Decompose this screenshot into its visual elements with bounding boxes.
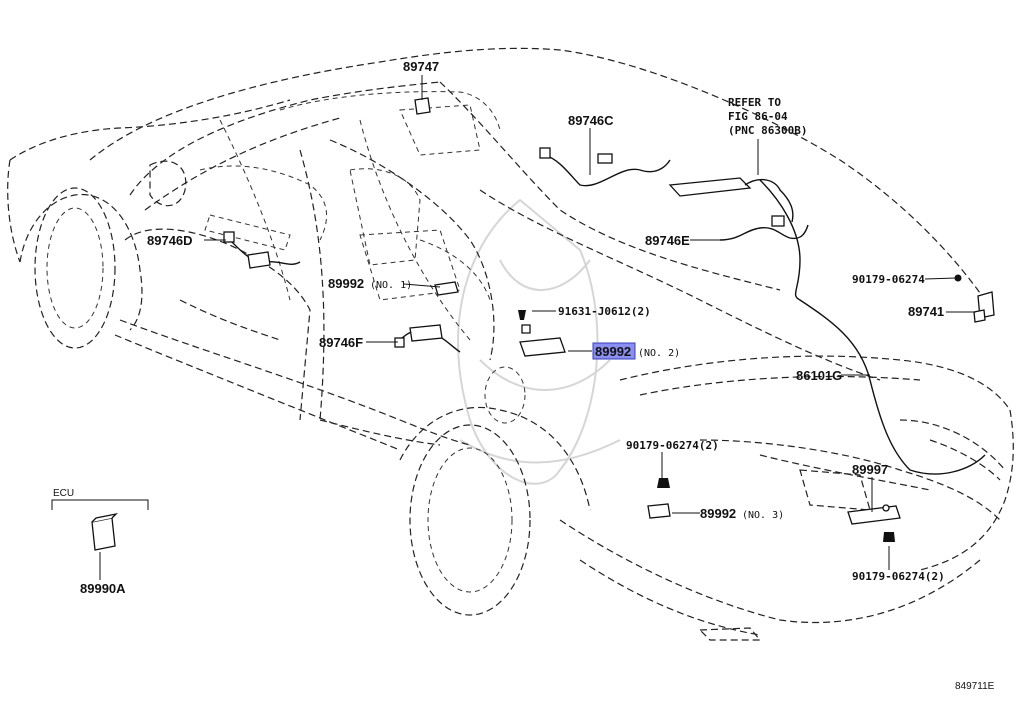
antenna-wire-86101G xyxy=(759,179,986,475)
harness-89746D xyxy=(223,231,301,269)
label-90179-a: 90179-06274 xyxy=(852,273,925,286)
label-89992-no1: 89992 xyxy=(328,276,364,291)
harness-89746F xyxy=(394,324,461,353)
bolt-91631 xyxy=(518,310,526,320)
qty-89992-no1: (NO. 1) xyxy=(370,280,412,291)
label-ecu: ECU xyxy=(53,488,74,499)
leader-lines xyxy=(99,75,976,580)
highlight-89992-no2 xyxy=(592,342,636,360)
nut-90179-a xyxy=(954,274,962,282)
qty-89992-no3: (NO. 3) xyxy=(742,510,784,521)
label-91631: 91631-J0612(2) xyxy=(558,305,651,318)
label-90179-c: 90179-06274(2) xyxy=(852,570,945,583)
part-89992-no3 xyxy=(647,503,671,519)
refer-note-line2: FIG 86-04 xyxy=(728,110,788,123)
label-89746E: 89746E xyxy=(645,233,690,248)
qty-89992-no2: (NO. 2) xyxy=(638,348,680,359)
label-89746C: 89746C xyxy=(568,113,614,128)
label-86101G: 86101G xyxy=(796,368,842,383)
label-89746F: 89746F xyxy=(319,335,363,350)
roof-antenna-assembly xyxy=(668,177,794,223)
label-89992-no3: 89992 xyxy=(700,506,736,521)
nut-90179-c xyxy=(883,532,895,542)
part-89741 xyxy=(973,291,995,323)
label-89992-no2: 89992 xyxy=(595,344,631,359)
label-89741: 89741 xyxy=(908,304,944,319)
figure-code: 849711E xyxy=(955,681,995,692)
refer-note-line3: (PNC 86300B) xyxy=(728,124,807,137)
car-outline xyxy=(7,47,1014,641)
part-89997 xyxy=(847,504,901,525)
refer-note-line1: REFER TO xyxy=(728,96,781,109)
ecu-group xyxy=(51,499,149,551)
nut-90179-b xyxy=(657,478,670,488)
part-89992-no2 xyxy=(519,324,566,357)
label-89746D: 89746D xyxy=(147,233,193,248)
part-89747 xyxy=(414,97,431,115)
label-89747: 89747 xyxy=(403,59,439,74)
harness-89746E xyxy=(719,215,809,241)
harness-89746C xyxy=(539,147,671,187)
label-89990A: 89990A xyxy=(80,581,126,596)
callouts: 89747 89746C REFER TO FIG 86-04 (PNC 863… xyxy=(53,59,995,692)
part-89992-no1 xyxy=(434,281,459,296)
label-90179-b: 90179-06274(2) xyxy=(626,439,719,452)
label-89997: 89997 xyxy=(852,462,888,477)
